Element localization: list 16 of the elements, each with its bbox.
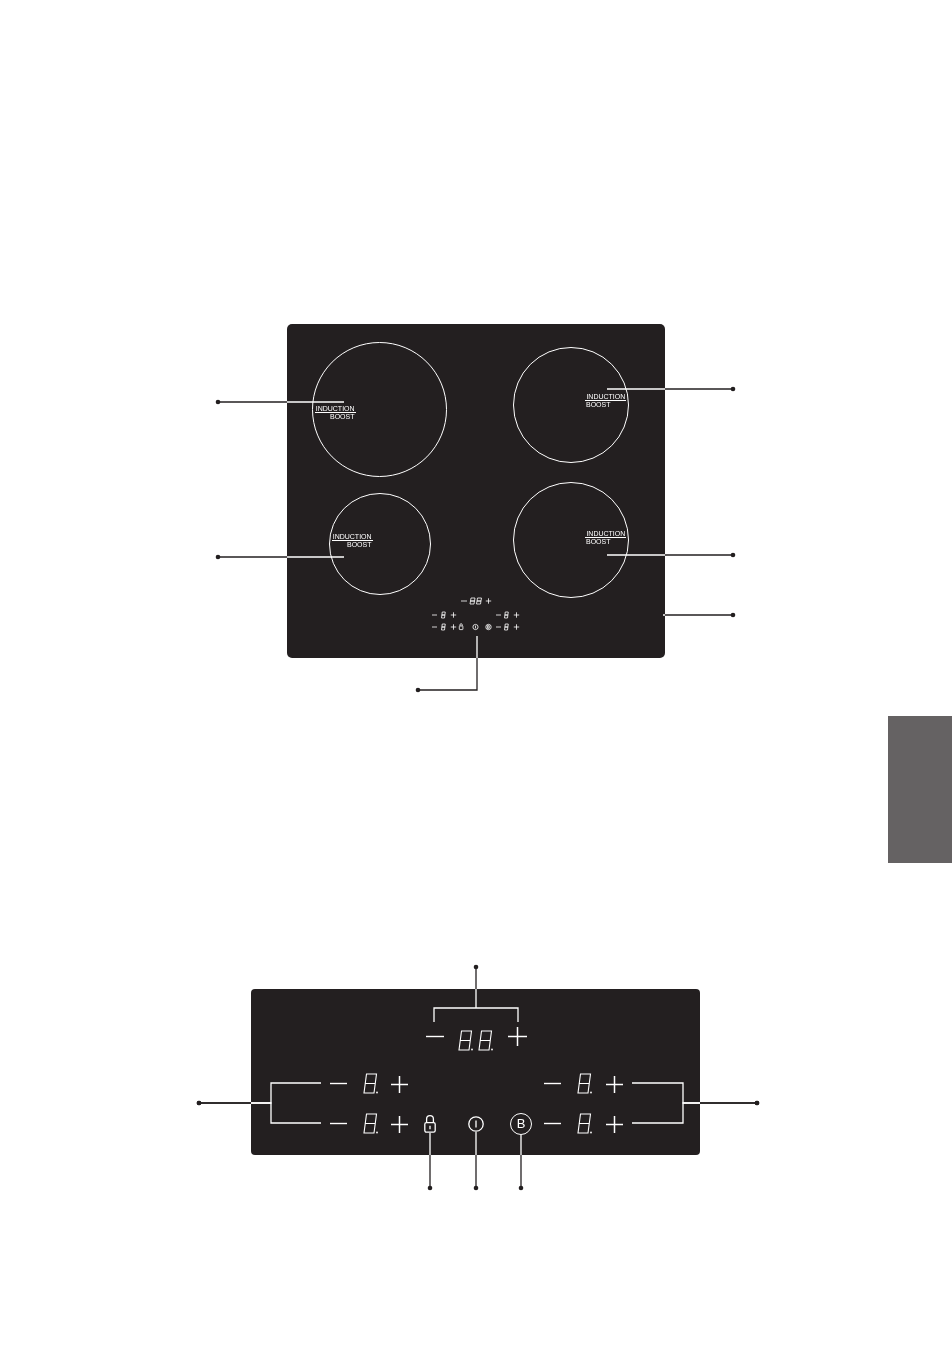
power-icon [468,1116,484,1132]
leader-line [631,1100,760,1124]
lock-icon [424,1114,436,1133]
cooktop-panel [287,324,665,658]
leader-line [427,1132,433,1191]
leader-line [196,1100,322,1124]
leader-line [433,964,519,1023]
leader-line [215,554,345,560]
leader-line [415,635,478,693]
leader-line [215,399,345,405]
control-panel [251,989,700,1155]
leader-line [606,552,736,558]
leader-line [662,612,736,618]
leader-line [518,1134,524,1191]
leader-line [473,1131,479,1191]
leader-line [606,386,736,392]
